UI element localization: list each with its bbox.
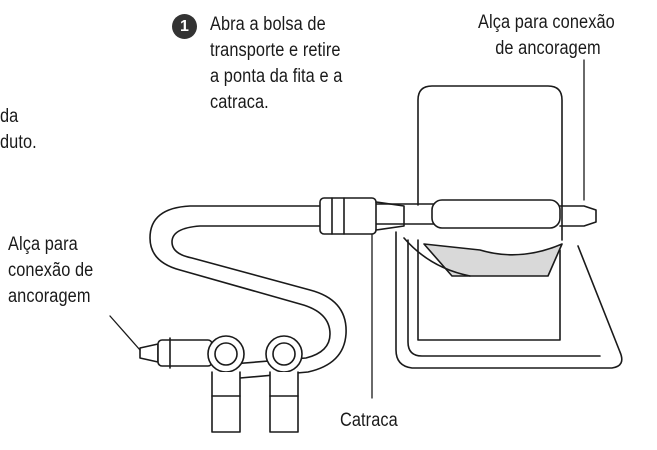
carry-bag: [395, 85, 623, 369]
label-line: da: [0, 106, 19, 127]
label-line: conexão de: [8, 260, 94, 281]
label-line: Alça para conexão: [478, 12, 615, 33]
label-line: ancoragem: [8, 286, 91, 307]
anchor-label-left: Alça para conexão de ancoragem: [8, 232, 93, 310]
step-line: a ponta da fita e a: [210, 66, 343, 87]
step-instruction: Abra a bolsa de transporte e retire a po…: [210, 12, 342, 116]
label-line: duto.: [0, 132, 37, 153]
strap-right: [375, 203, 435, 225]
step-line: Abra a bolsa de: [210, 14, 326, 35]
step-line: catraca.: [210, 92, 269, 113]
anchor-label-top-right: Alça para conexão de ancoragem: [478, 10, 615, 62]
step-number-badge: 1: [172, 14, 197, 39]
anchor-strap-top: [431, 59, 597, 229]
strap-loop: [149, 205, 347, 379]
buckle-clip-1: [207, 335, 245, 433]
label-line: Alça para: [8, 234, 78, 255]
buckle-clip-2: [265, 335, 303, 433]
step-line: transporte e retire: [210, 40, 341, 61]
cut-off-text: da duto.: [0, 104, 37, 156]
label-line: de ancoragem: [495, 38, 601, 59]
anchor-connector-left: [109, 315, 213, 369]
ratchet-label: Catraca: [340, 410, 398, 431]
ratchet: [319, 197, 405, 399]
